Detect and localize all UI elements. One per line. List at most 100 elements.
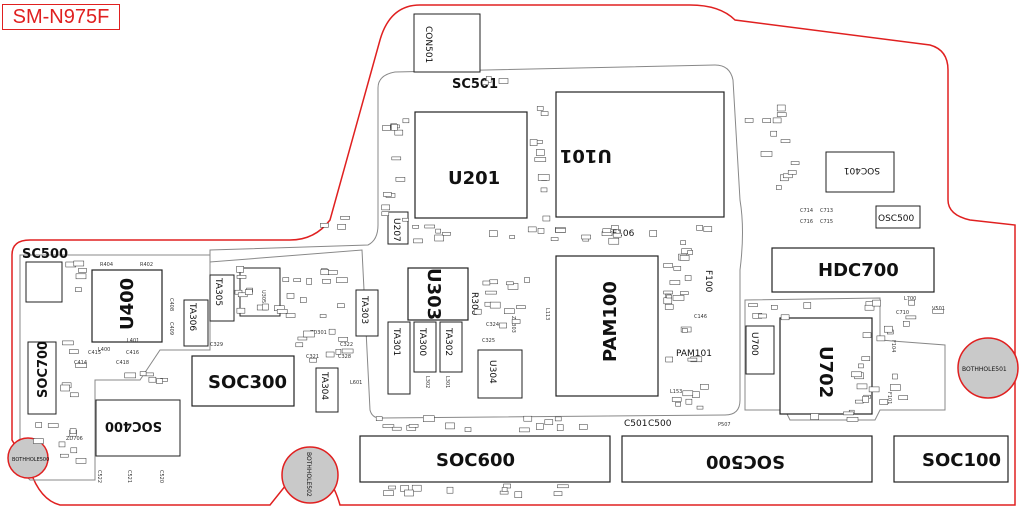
passive-pad [673, 266, 682, 271]
passive-pad [473, 308, 482, 315]
passive-pad [665, 356, 673, 363]
ta305-label: TA305 [213, 277, 223, 306]
u201-label: U201 [448, 168, 500, 189]
passive-pad [529, 139, 538, 146]
passive-pad [236, 307, 246, 314]
r402-label: R402 [140, 262, 153, 268]
c715-label: C715 [820, 219, 833, 225]
passive-pad [776, 112, 787, 117]
ta303-block [355, 289, 379, 337]
passive-pad [75, 273, 87, 280]
c328-label: C328 [338, 354, 351, 360]
u702-chip [779, 317, 873, 415]
passive-pad [679, 255, 690, 261]
passive-pad [320, 269, 330, 275]
c409-label: C409 [168, 322, 174, 335]
passive-pad [391, 124, 398, 131]
passive-pad [810, 413, 819, 420]
passive-pad [843, 411, 854, 416]
passive-pad [306, 278, 312, 285]
ta300-label: TA300 [417, 327, 427, 356]
passive-pad [611, 225, 619, 230]
passive-pad [501, 487, 508, 492]
passive-pad [402, 118, 410, 124]
passive-pad [395, 177, 406, 182]
f106-label: F106 [612, 229, 635, 239]
passive-pad [608, 237, 620, 245]
soc300-label: SOC300 [208, 372, 287, 393]
passive-pad [124, 372, 136, 379]
passive-pad [489, 279, 498, 285]
passive-pad [445, 422, 455, 430]
passive-pad [340, 216, 350, 220]
passive-pad [75, 287, 82, 292]
u304-label: U304 [487, 360, 497, 384]
c329-label: C329 [210, 342, 223, 348]
u303-label: U303 [423, 268, 444, 320]
c416-label: C416 [126, 350, 139, 356]
con501-label: CON501 [423, 26, 433, 63]
passive-pad [527, 226, 537, 233]
passive-pad [905, 315, 917, 320]
u207-label: U207 [391, 218, 401, 242]
soc400-socket [95, 399, 181, 457]
passive-pad [78, 268, 87, 273]
passive-pad [262, 303, 269, 311]
passive-pad [663, 290, 673, 295]
passive-pad [381, 204, 390, 211]
passive-pad [391, 156, 402, 161]
soc400-label: SOC400 [105, 418, 162, 433]
soc500-label: SOC500 [706, 451, 785, 472]
passive-pad [780, 139, 791, 143]
passive-pad [858, 363, 864, 369]
c500-label: C500 [648, 419, 672, 429]
c414-label: C414 [74, 360, 87, 366]
u702-label: U702 [815, 346, 836, 398]
l301-label: L301 [444, 376, 450, 388]
bothhole502-hole [281, 446, 339, 504]
passive-pad [245, 289, 253, 295]
u305-label: U305 [260, 290, 266, 303]
passive-pad [139, 371, 147, 376]
soc600-socket [359, 435, 611, 483]
passive-pad [337, 224, 346, 230]
passive-pad [846, 417, 859, 422]
passive-pad [649, 230, 657, 237]
passive-pad [553, 491, 563, 496]
passive-pad [504, 308, 515, 314]
passive-pad [772, 117, 782, 124]
passive-pad [516, 305, 526, 309]
passive-pad [424, 224, 435, 229]
l113-label: L113 [544, 308, 550, 320]
passive-pad [868, 386, 880, 393]
shield-outline-right [744, 297, 946, 421]
passive-pad [555, 228, 566, 233]
passive-pad [524, 277, 530, 283]
passive-pad [236, 266, 244, 273]
passive-pad [523, 415, 533, 422]
passive-pad [664, 304, 674, 310]
zd706-label: ZD706 [66, 436, 83, 442]
passive-pad [341, 348, 354, 354]
passive-pad [383, 490, 394, 496]
passive-pad [328, 328, 336, 335]
soc401-label: SOC401 [844, 165, 880, 175]
r404-label: R404 [100, 262, 113, 268]
zd303-label: ZD303 [510, 316, 516, 333]
passive-pad [783, 173, 793, 179]
passive-pad [856, 383, 868, 390]
passive-pad [685, 398, 693, 405]
passive-pad [684, 275, 692, 281]
passive-pad [499, 322, 507, 329]
ta302-block [439, 321, 463, 373]
passive-pad [687, 250, 693, 255]
passive-pad [744, 118, 754, 123]
passive-pad [692, 391, 700, 398]
passive-pad [73, 260, 85, 267]
ta303-label: TA303 [359, 295, 369, 324]
passive-pad [544, 419, 554, 425]
passive-pad [60, 453, 69, 458]
c408-label: C408 [168, 298, 174, 311]
hdc700-socket [771, 247, 935, 293]
